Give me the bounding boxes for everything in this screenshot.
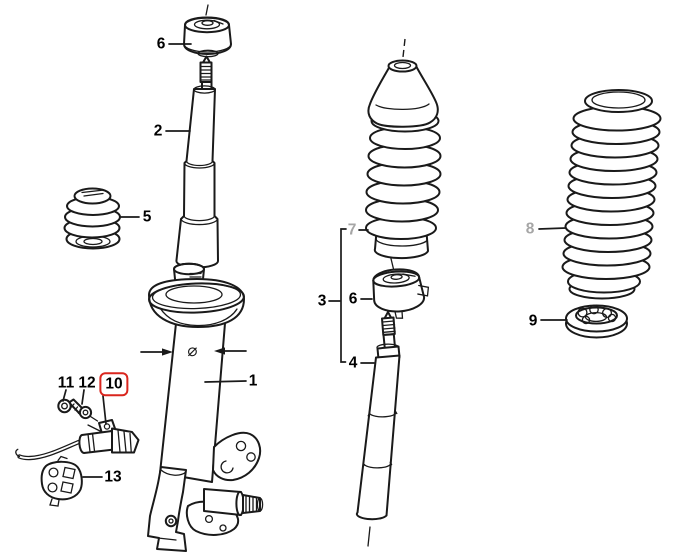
leader-lines xyxy=(62,43,568,478)
shock-cartridge-body-drawing xyxy=(175,85,219,269)
sensor-group-drawing xyxy=(15,398,140,507)
callout-1[interactable]: 1 xyxy=(248,372,258,390)
rear-shock-cartridge-drawing xyxy=(355,311,401,547)
bump-stop-drawing xyxy=(63,187,121,250)
callout-6-top[interactable]: 6 xyxy=(156,35,166,53)
diameter-symbol: ⌀ xyxy=(186,341,198,361)
bolt-drawing xyxy=(57,398,86,415)
callout-2[interactable]: 2 xyxy=(153,122,163,140)
callout-6-center[interactable]: 6 xyxy=(348,290,358,308)
diameter-annotation xyxy=(140,347,247,356)
spring-pad-drawing xyxy=(565,304,628,339)
callout-4[interactable]: 4 xyxy=(348,354,358,372)
sensor-drawing xyxy=(15,419,140,461)
steering-knuckle-drawing xyxy=(147,431,264,552)
washer-drawing xyxy=(78,405,99,422)
bellows-rear-drawing xyxy=(561,89,662,300)
support-bearing-center-drawing xyxy=(372,256,430,319)
callout-5[interactable]: 5 xyxy=(142,208,152,226)
strut-housing-drawing xyxy=(140,262,264,552)
callout-3[interactable]: 3 xyxy=(317,292,327,310)
callout-8[interactable]: 8 xyxy=(525,220,535,238)
assembly-bracket xyxy=(340,228,347,363)
spring-seat-drawing xyxy=(148,278,245,328)
callout-10-highlighted[interactable]: 10 xyxy=(99,372,129,396)
callout-11[interactable]: 11 xyxy=(57,374,75,392)
callout-12[interactable]: 12 xyxy=(78,374,96,392)
support-bearing-top-drawing xyxy=(183,16,232,58)
callout-13[interactable]: 13 xyxy=(104,468,122,486)
connector-plug-drawing xyxy=(40,455,83,507)
callout-7[interactable]: 7 xyxy=(347,221,357,239)
bellows-front-drawing xyxy=(365,38,442,260)
callout-9[interactable]: 9 xyxy=(528,312,538,330)
